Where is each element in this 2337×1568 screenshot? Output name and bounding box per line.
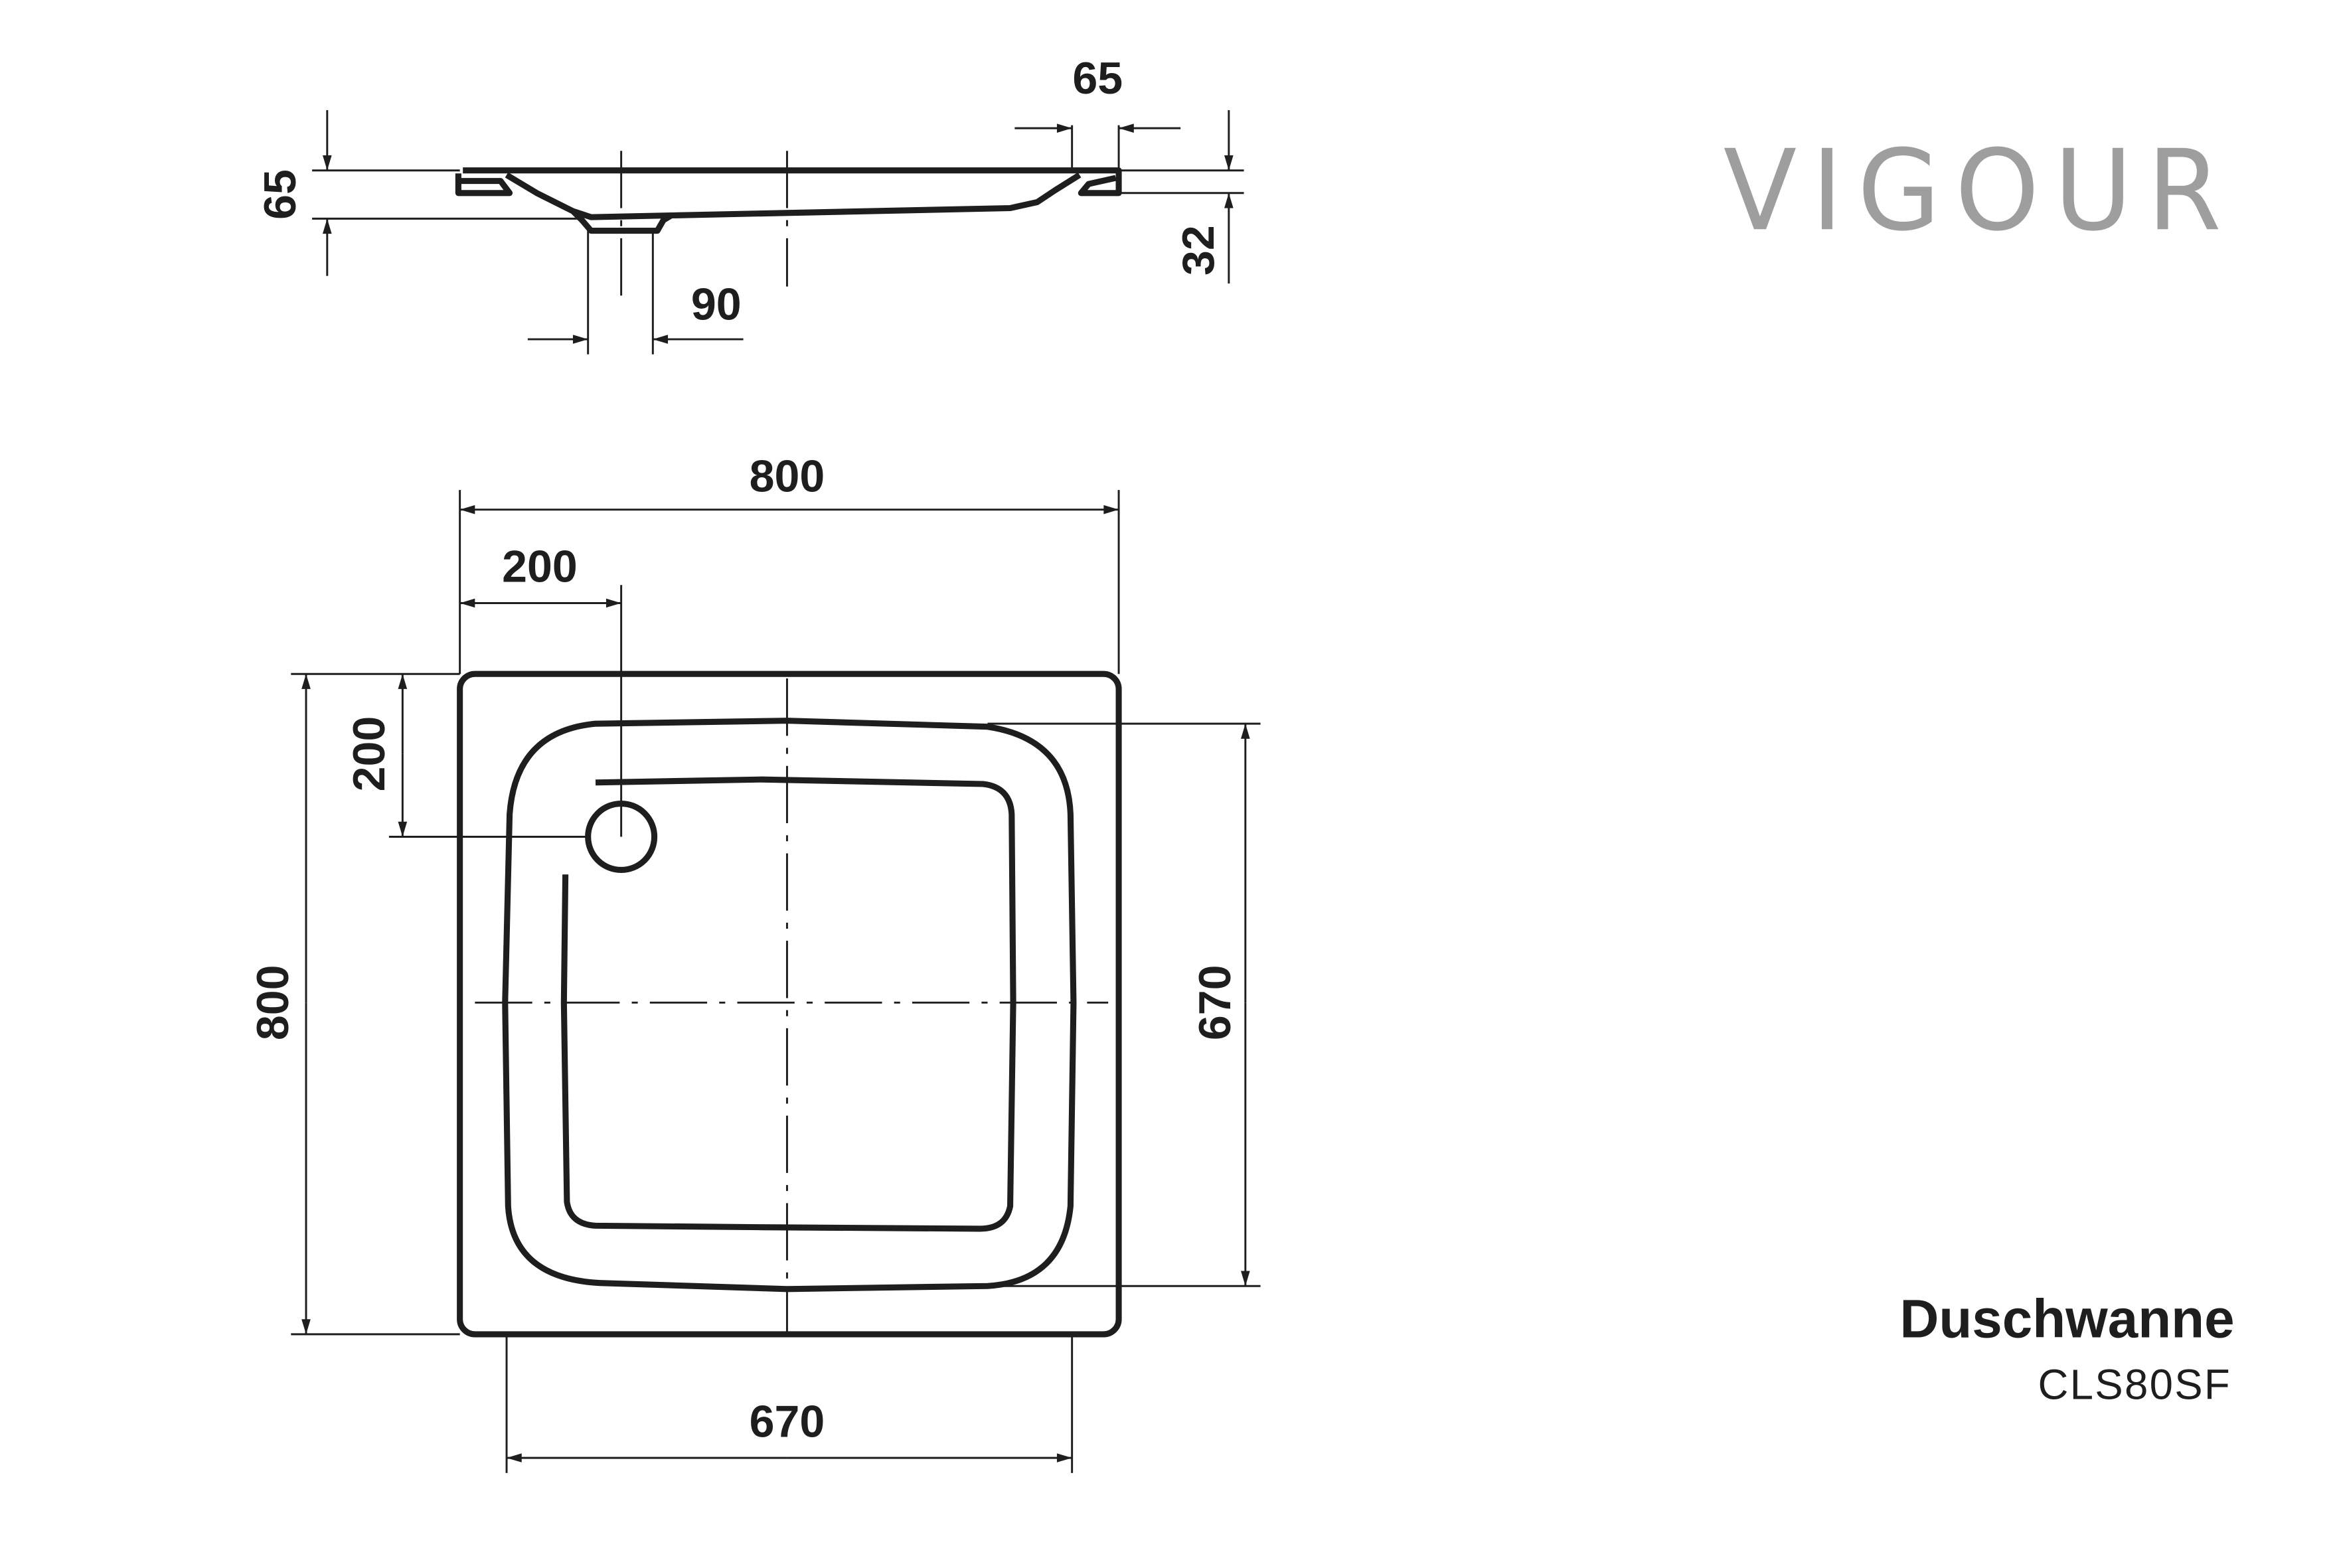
tray-floor-outline — [560, 776, 1016, 1232]
tray-section-profile — [455, 167, 1122, 234]
tray-basin-outline — [502, 718, 1077, 1293]
brand-logo: VIGOUR — [1724, 125, 2236, 256]
dim-label-drain-diameter: 90 — [691, 279, 742, 330]
product-name: Duschwanne — [1899, 1289, 2234, 1349]
dim-label-drain-offset-x: 200 — [502, 542, 578, 592]
dim-label-rim-thickness: 32 — [1173, 225, 1224, 275]
dim-label-overall-width: 800 — [750, 451, 825, 501]
dim-label-drain-offset-y: 200 — [344, 716, 394, 792]
tray-outer-rim — [457, 670, 1122, 1338]
dim-label-section-height: 65 — [255, 169, 305, 220]
dim-label-inner-depth: 670 — [1190, 965, 1240, 1040]
section-view: 65 65 32 90 — [255, 53, 1244, 354]
plan-view: 800 200 800 200 670 670 — [248, 451, 1261, 1473]
dim-label-inner-width: 670 — [750, 1396, 825, 1447]
product-model: CLS80SF — [2038, 1362, 2231, 1409]
dim-label-rim-width: 65 — [1072, 53, 1123, 104]
dim-label-overall-depth: 800 — [248, 965, 298, 1040]
